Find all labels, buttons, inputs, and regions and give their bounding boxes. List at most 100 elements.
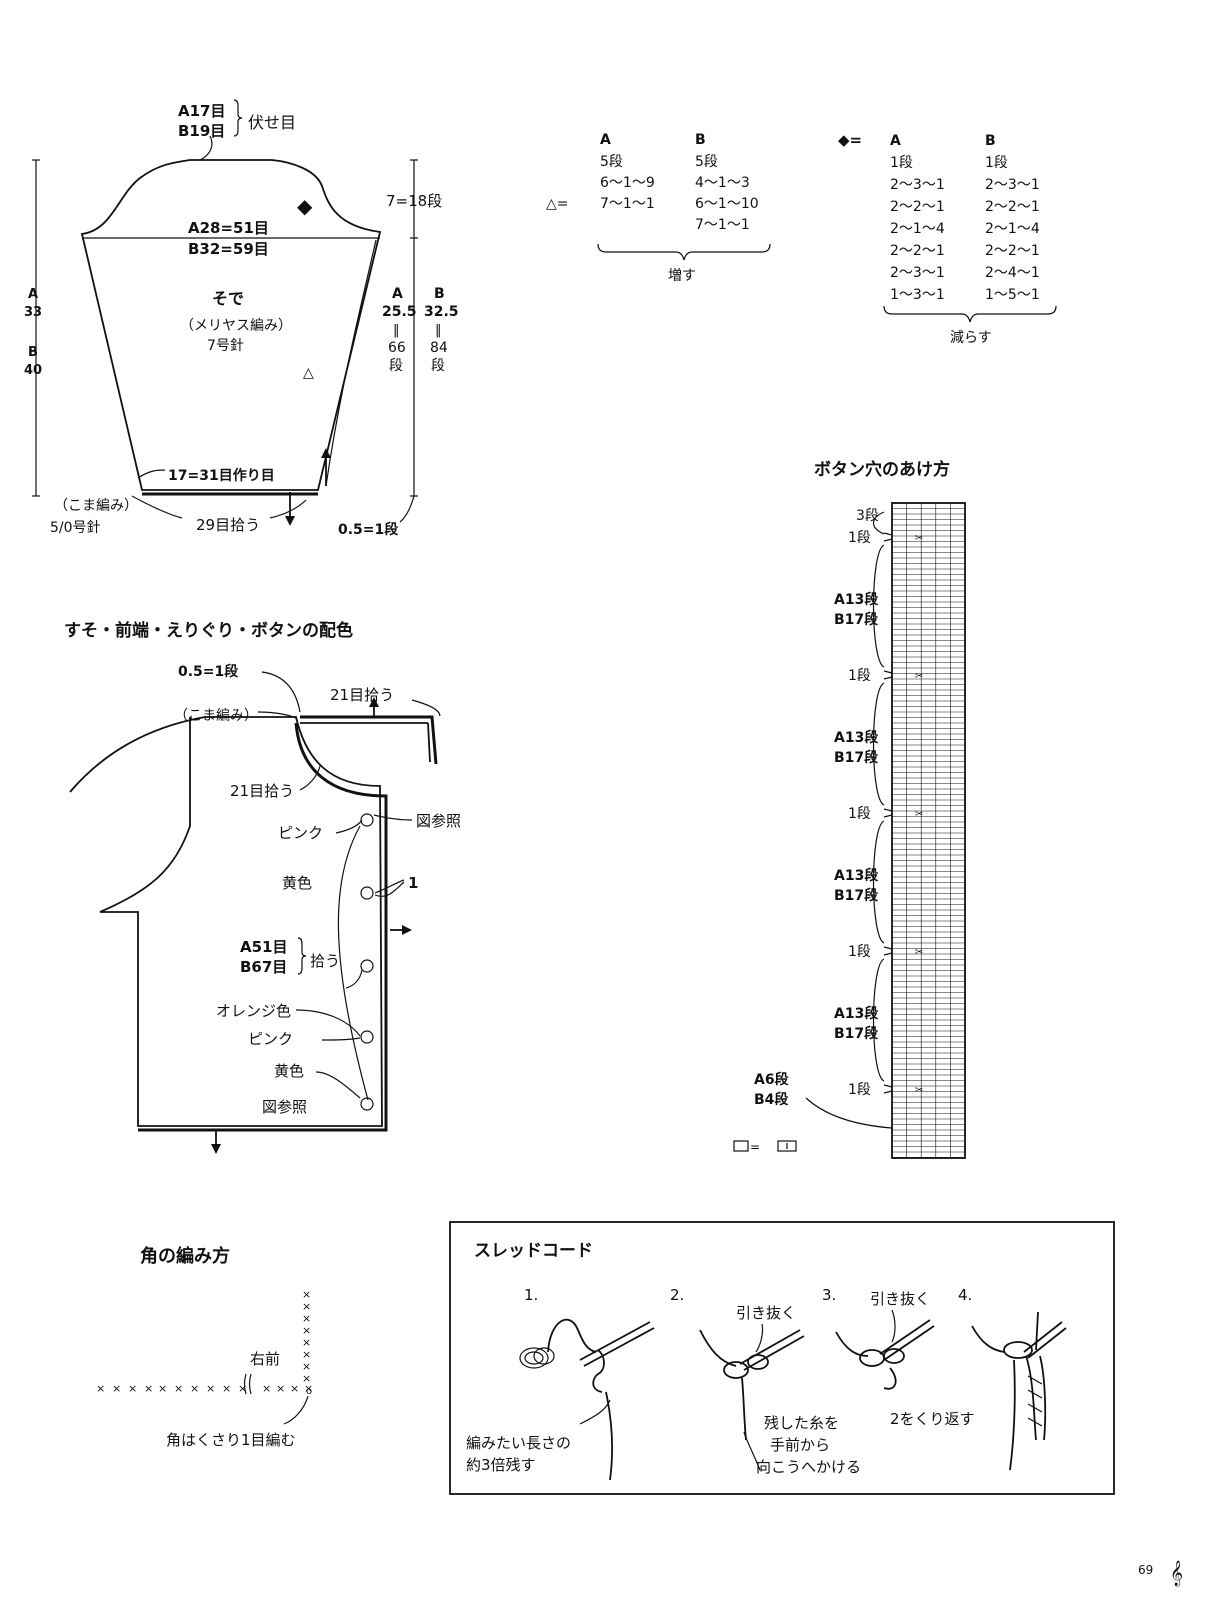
row-brace xyxy=(872,958,885,1082)
note-2-line-1: 残した糸を xyxy=(764,1414,839,1432)
hem-see-fig-top: 図参照 xyxy=(416,812,461,830)
stitch-x: × xyxy=(262,1382,271,1395)
decrease-table: ◆= A B 1段2～3～12～2～12～1～42～2～12～3～11～3～1 … xyxy=(838,131,1057,346)
stitch-x: × xyxy=(302,1312,311,1325)
decrease-row-a: 2～2～1 xyxy=(890,243,945,259)
row-brace xyxy=(872,511,885,535)
note-3: 2をくり返す xyxy=(890,1410,975,1428)
note-2-line-2: 手前から xyxy=(770,1436,830,1454)
sleeve-bind-off-label: 伏せ目 xyxy=(248,113,296,132)
cuff-needle: 5/0号針 xyxy=(50,520,101,536)
buttonhole-seg-b: B17段 xyxy=(834,749,878,766)
corner-stitches: ××××××××××××××××××××××o xyxy=(96,1288,313,1397)
step-2-pull: 引き抜く xyxy=(736,1304,796,1322)
cuff-rows: 0.5=1段 xyxy=(338,521,398,538)
decrease-caption: 減らす xyxy=(950,329,992,346)
row-brace xyxy=(872,682,885,806)
hem-one: 1 xyxy=(408,874,418,892)
decrease-row-b: 2～4～1 xyxy=(985,265,1040,281)
sleeve-title: そで xyxy=(212,289,244,308)
increase-row-a: 7～1～1 xyxy=(600,196,655,212)
buttonhole-seg-b: B17段 xyxy=(834,611,878,628)
hem-pick-top: 21目拾う xyxy=(330,686,394,704)
chain-stitch-mark: o xyxy=(306,1386,312,1397)
buttonhole-seg-b: B17段 xyxy=(834,887,878,904)
button-pink-bottom xyxy=(360,1030,374,1044)
hem-pink-2: ピンク xyxy=(248,1030,293,1048)
step-3-pull: 引き抜く xyxy=(870,1290,930,1308)
side-a-cm: 25.5 xyxy=(382,304,417,320)
stitch-x: × xyxy=(128,1382,137,1395)
stitch-x: × xyxy=(158,1382,167,1395)
front-body-outline xyxy=(69,716,383,1127)
note-1-line-1: 編みたい長さの xyxy=(466,1434,571,1452)
stitch-x: × xyxy=(144,1382,153,1395)
row-tick xyxy=(883,1084,893,1094)
height-a-value: 33 xyxy=(24,305,42,320)
side-a-label: A xyxy=(392,286,403,302)
increase-row-b: 4～1～3 xyxy=(695,175,750,191)
decrease-row-a: 2～1～4 xyxy=(890,221,945,237)
buttonhole-row-1: 1段 xyxy=(848,806,871,822)
stitch-x: × xyxy=(276,1382,285,1395)
thread-cord-frame xyxy=(449,1221,1115,1495)
sleeve-cap-rows: 7=18段 xyxy=(386,192,442,210)
hem-front-b: B67目 xyxy=(240,958,287,976)
increase-row-a: 5段 xyxy=(600,154,623,170)
stitch-x: × xyxy=(304,1382,313,1395)
decrease-row-a: 2～3～1 xyxy=(890,177,945,193)
sleeve-width-b: B32=59目 xyxy=(188,240,269,258)
buttonhole-seg-a: A13段 xyxy=(834,1005,878,1022)
row-tick xyxy=(883,670,893,680)
button-pink-top xyxy=(360,813,374,827)
step-1-illustration xyxy=(519,1318,655,1481)
increase-row-b: 7～1～1 xyxy=(695,217,750,233)
decrease-row-b: 1段 xyxy=(985,155,1008,171)
hem-title: すそ・前端・えりぐり・ボタンの配色 xyxy=(64,620,353,641)
decrease-row-a: 1段 xyxy=(890,155,913,171)
decrease-rows-a: 1段2～3～12～2～12～1～42～2～12～3～11～3～1 xyxy=(890,155,945,303)
neck-band xyxy=(300,715,438,765)
sleeve-cast-on: 17=31目作り目 xyxy=(168,467,275,484)
buttonhole-mark: ✂ xyxy=(915,671,923,682)
stitch-x: × xyxy=(302,1288,311,1301)
side-b-eq: ‖ xyxy=(435,323,442,338)
stitch-x: × xyxy=(222,1382,231,1395)
buttonhole-row-1: 1段 xyxy=(848,668,871,684)
buttonhole-labels: 3段1段A13段B17段1段A13段B17段1段A13段B17段1段A13段B1… xyxy=(754,508,893,1129)
buttonhole-mark: ✂ xyxy=(915,1085,923,1096)
stitch-x: × xyxy=(206,1382,215,1395)
buttonhole-mark: ✂ xyxy=(915,947,923,958)
buttonhole-mark: ✂ xyxy=(915,809,923,820)
height-b-value: 40 xyxy=(24,363,42,378)
diamond-marker: ◆ xyxy=(297,194,313,218)
stitch-x: × xyxy=(302,1360,311,1373)
stitch-x: × xyxy=(96,1382,105,1395)
hem-edge-stitch: （こま編み） xyxy=(174,708,258,724)
sleeve-side-curve xyxy=(325,239,377,487)
side-a-rows-num: 66 xyxy=(388,340,406,356)
increase-rows-b: 5段4～1～36～1～107～1～1 xyxy=(695,154,759,233)
side-b-label: B xyxy=(434,286,445,302)
increase-row-b: 6～1～10 xyxy=(695,196,759,212)
increase-col-a: A xyxy=(600,132,611,148)
buttonhole-title: ボタン穴のあけ方 xyxy=(814,459,950,480)
sleeve-bind-off-a: A17目 xyxy=(178,102,225,120)
sleeve-diagram: ◆ △ A17目 B19目 伏せ目 7=18段 A28=51目 B32=59目 … xyxy=(24,99,459,538)
row-tick xyxy=(883,808,893,818)
sleeve-stitch: （メリヤス編み） xyxy=(180,318,292,334)
hem-orange: オレンジ色 xyxy=(216,1002,291,1020)
increase-symbol: △= xyxy=(546,196,569,212)
stitch-x: × xyxy=(238,1382,247,1395)
increase-rows-a: 5段6～1～97～1～1 xyxy=(600,154,655,212)
hem-front-a: A51目 xyxy=(240,938,287,956)
buttonhole-grid: ✂✂✂✂✂ xyxy=(891,502,966,1159)
buttonhole-seg-a: A13段 xyxy=(834,867,878,884)
buttonhole-bottom-b: B4段 xyxy=(754,1091,788,1108)
side-b-cm: 32.5 xyxy=(424,304,459,320)
decrease-rows-b: 1段2～3～12～2～12～1～42～2～12～4～11～5～1 xyxy=(985,155,1040,303)
button-yellow-top xyxy=(360,886,374,900)
stitch-x: × xyxy=(302,1372,311,1385)
decrease-row-b: 1～5～1 xyxy=(985,287,1040,303)
buttonhole-row-1: 1段 xyxy=(848,530,871,546)
